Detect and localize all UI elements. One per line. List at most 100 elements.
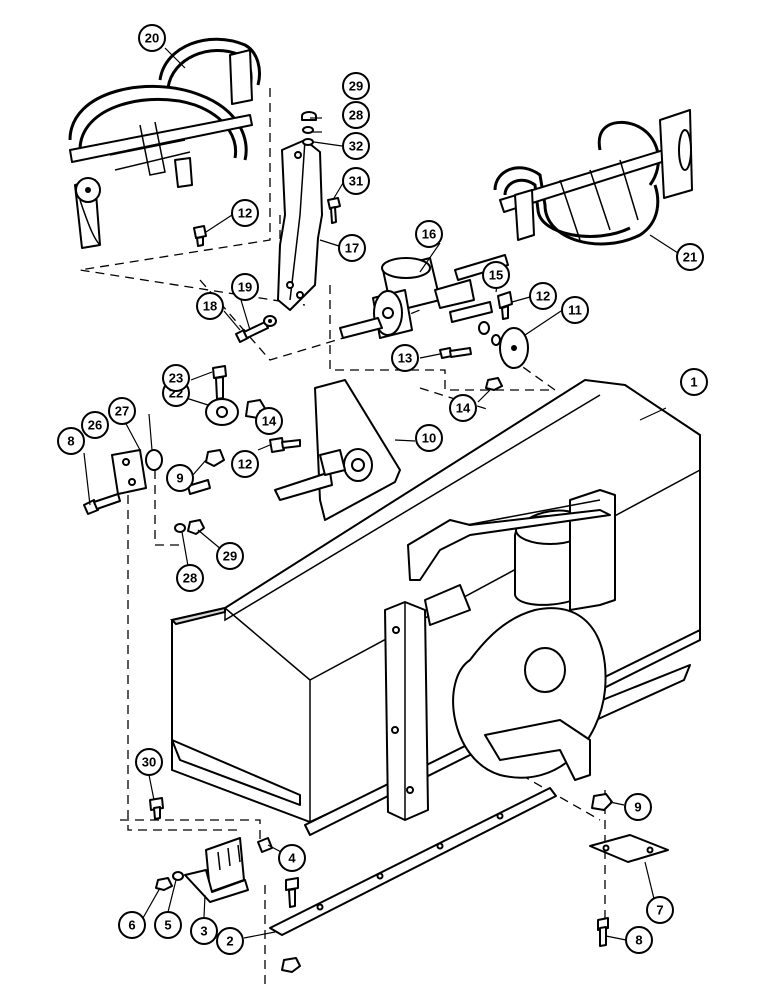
svg-text:32: 32 (349, 139, 363, 154)
svg-text:12: 12 (536, 289, 550, 304)
callout-17: 17 (338, 234, 366, 262)
svg-text:6: 6 (128, 918, 135, 933)
callout-3: 3 (190, 917, 218, 945)
callout-12-right: 12 (529, 282, 557, 310)
callout-8-upper: 8 (57, 427, 85, 455)
svg-text:15: 15 (489, 268, 503, 283)
svg-text:4: 4 (288, 851, 296, 866)
svg-text:9: 9 (176, 471, 183, 486)
grease-fitting-upper-left (193, 225, 207, 247)
bolt-part-23 (212, 365, 227, 400)
callout-14-left: 14 (255, 407, 283, 435)
nut-part-9-lower (591, 793, 613, 811)
grease-fitting-part-12b (497, 291, 513, 320)
callout-32: 32 (342, 132, 370, 160)
svg-text:29: 29 (349, 79, 363, 94)
washer-part-19 (263, 315, 277, 327)
svg-text:11: 11 (568, 303, 582, 318)
callout-9-lower: 9 (624, 793, 652, 821)
bolt-upper-left (187, 479, 211, 495)
callout-1: 1 (680, 368, 708, 396)
svg-text:19: 19 (238, 280, 252, 295)
bolt-part-8-lower (597, 917, 609, 947)
flange-bearing-part-22 (205, 398, 239, 426)
nut-lower-center (281, 957, 301, 973)
callout-14-right: 14 (449, 394, 477, 422)
reel-left-part-20 (68, 37, 261, 249)
cover-plate-part-11 (499, 327, 529, 369)
svg-text:12: 12 (238, 206, 252, 221)
svg-text:12: 12 (238, 457, 252, 472)
svg-text:21: 21 (683, 250, 697, 265)
bolt-part-4 (257, 837, 273, 853)
callout-6: 6 (118, 911, 146, 939)
callout-13: 13 (391, 344, 419, 372)
svg-text:16: 16 (422, 227, 436, 242)
nut-part-28-29-left (174, 519, 205, 535)
callout-2: 2 (216, 927, 244, 955)
svg-text:28: 28 (183, 571, 197, 586)
cutting-edge-part-2 (269, 787, 557, 936)
svg-text:14: 14 (456, 401, 471, 416)
bearing-bracket-part-17 (277, 139, 323, 311)
svg-text:18: 18 (203, 299, 217, 314)
callout-29-upper: 29 (342, 72, 370, 100)
callout-28-upper: 28 (342, 101, 370, 129)
svg-text:26: 26 (88, 418, 102, 433)
svg-text:8: 8 (635, 933, 642, 948)
callout-20: 20 (138, 24, 166, 52)
callout-12-upper-left: 12 (231, 199, 259, 227)
callout-11: 11 (561, 296, 589, 324)
vertical-support (384, 584, 471, 821)
svg-text:29: 29 (223, 549, 237, 564)
callout-30: 30 (135, 748, 163, 776)
snap-ring-part-15 (478, 321, 501, 346)
nut-part-14-right (485, 377, 503, 391)
nut-part-9-upper (205, 449, 225, 467)
svg-text:2: 2 (226, 934, 233, 949)
callout-29-left: 29 (216, 542, 244, 570)
reel-right-part-21 (493, 109, 693, 246)
callout-10: 10 (415, 424, 443, 452)
svg-text:10: 10 (422, 431, 436, 446)
svg-text:17: 17 (345, 241, 359, 256)
washer-part-5 (172, 871, 184, 881)
svg-text:20: 20 (145, 31, 159, 46)
svg-text:8: 8 (67, 434, 74, 449)
skid-plate-part-7 (589, 834, 669, 863)
callout-21: 21 (676, 243, 704, 271)
callout-7: 7 (646, 896, 674, 924)
svg-text:14: 14 (262, 414, 277, 429)
drive-bracket-part-10 (274, 379, 401, 521)
skid-shoe-part-3 (184, 837, 249, 903)
callout-4: 4 (278, 844, 306, 872)
bolt-part-8-upper (83, 493, 121, 515)
callout-15: 15 (482, 261, 510, 289)
grease-fitting-part-12c (269, 437, 301, 453)
callout-16: 16 (415, 220, 443, 248)
callout-26: 26 (81, 411, 109, 439)
callout-27: 27 (108, 397, 136, 425)
bearing-hub-part-16 (339, 254, 509, 339)
svg-text:27: 27 (115, 404, 129, 419)
bolt-part-31 (327, 197, 341, 224)
bottom-right-bracket (484, 719, 591, 781)
svg-text:28: 28 (349, 108, 363, 123)
plate-part-26 (111, 449, 147, 495)
bushing-part-27 (145, 449, 163, 471)
svg-text:5: 5 (164, 918, 171, 933)
callout-23: 23 (162, 364, 190, 392)
svg-text:3: 3 (200, 924, 207, 939)
hardware-stack-29-28-32 (301, 111, 317, 146)
svg-text:7: 7 (656, 903, 663, 918)
callout-9-upper: 9 (166, 464, 194, 492)
grease-fitting-part-30 (149, 797, 164, 820)
callout-31: 31 (342, 167, 370, 195)
bolt-part-18 (235, 321, 269, 343)
callout-8-lower: 8 (625, 926, 653, 954)
callout-19: 19 (231, 273, 259, 301)
callout-5: 5 (154, 911, 182, 939)
svg-text:23: 23 (169, 371, 183, 386)
